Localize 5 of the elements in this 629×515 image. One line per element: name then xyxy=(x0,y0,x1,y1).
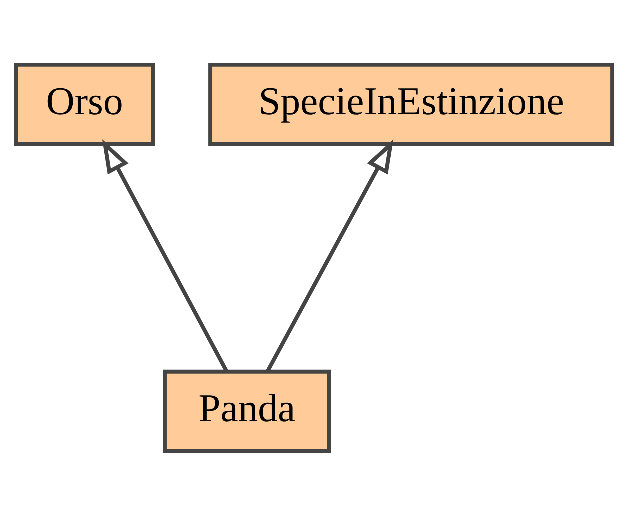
node-box: Panda xyxy=(163,369,332,453)
node-box: SpecieInEstinzione xyxy=(208,62,615,146)
node-box: Orso xyxy=(14,62,156,146)
arrow xyxy=(102,138,229,372)
arrow xyxy=(266,138,394,372)
